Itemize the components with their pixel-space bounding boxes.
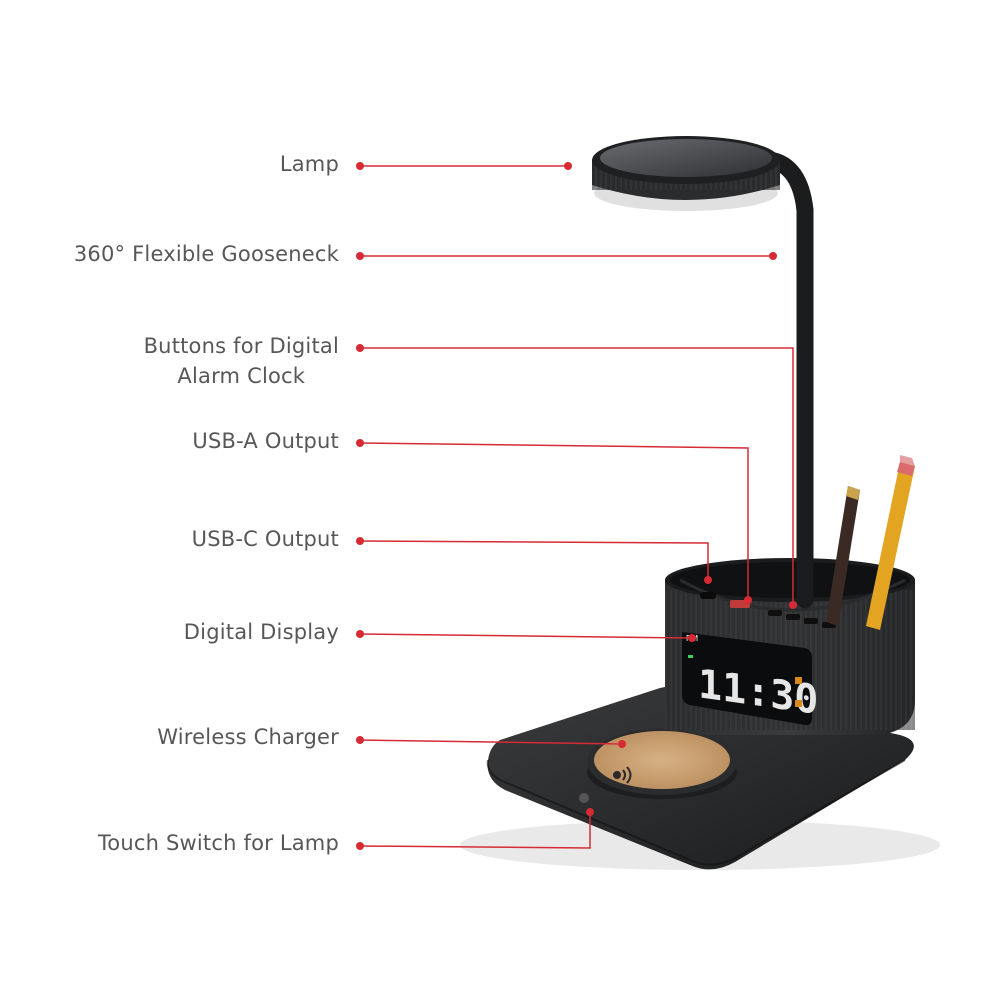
clock-button (804, 618, 818, 624)
alarm-icon (795, 677, 802, 684)
label-buttons: Buttons for Digital Alarm Clock (144, 331, 339, 391)
pen (826, 486, 860, 626)
label-lamp: Lamp (279, 152, 339, 176)
label-gooseneck: 360° Flexible Gooseneck (73, 242, 339, 266)
label-wireless: Wireless Charger (157, 725, 339, 749)
callout-usb-c (356, 537, 712, 584)
wireless-icon (613, 766, 632, 784)
callout-lamp (356, 162, 572, 170)
label-usb-c: USB-C Output (191, 527, 339, 551)
alarm-icon (795, 700, 802, 707)
callout-lines (356, 162, 797, 850)
label-touch: Touch Switch for Lamp (97, 831, 339, 855)
clock-button (786, 614, 800, 620)
callout-gooseneck (356, 252, 777, 260)
usb-c-port (700, 592, 716, 599)
digital-display: PM 11:30 (682, 632, 818, 726)
pencil (866, 455, 915, 630)
callout-touch (356, 808, 594, 850)
callout-wireless (356, 736, 626, 748)
lamp-head (592, 136, 780, 211)
label-buttons-line2: Alarm Clock (177, 364, 306, 388)
clock-button (768, 610, 782, 616)
callout-buttons (356, 344, 797, 609)
wireless-charger-pad (587, 729, 737, 799)
clock-indicator (688, 655, 693, 658)
label-display: Digital Display (183, 620, 339, 644)
callout-usb-a (356, 439, 752, 604)
gooseneck (761, 151, 814, 609)
label-usb-a: USB-A Output (192, 429, 339, 453)
touch-switch-icon (579, 793, 589, 803)
callout-display (356, 630, 696, 642)
label-buttons-line1: Buttons for Digital (143, 334, 339, 358)
